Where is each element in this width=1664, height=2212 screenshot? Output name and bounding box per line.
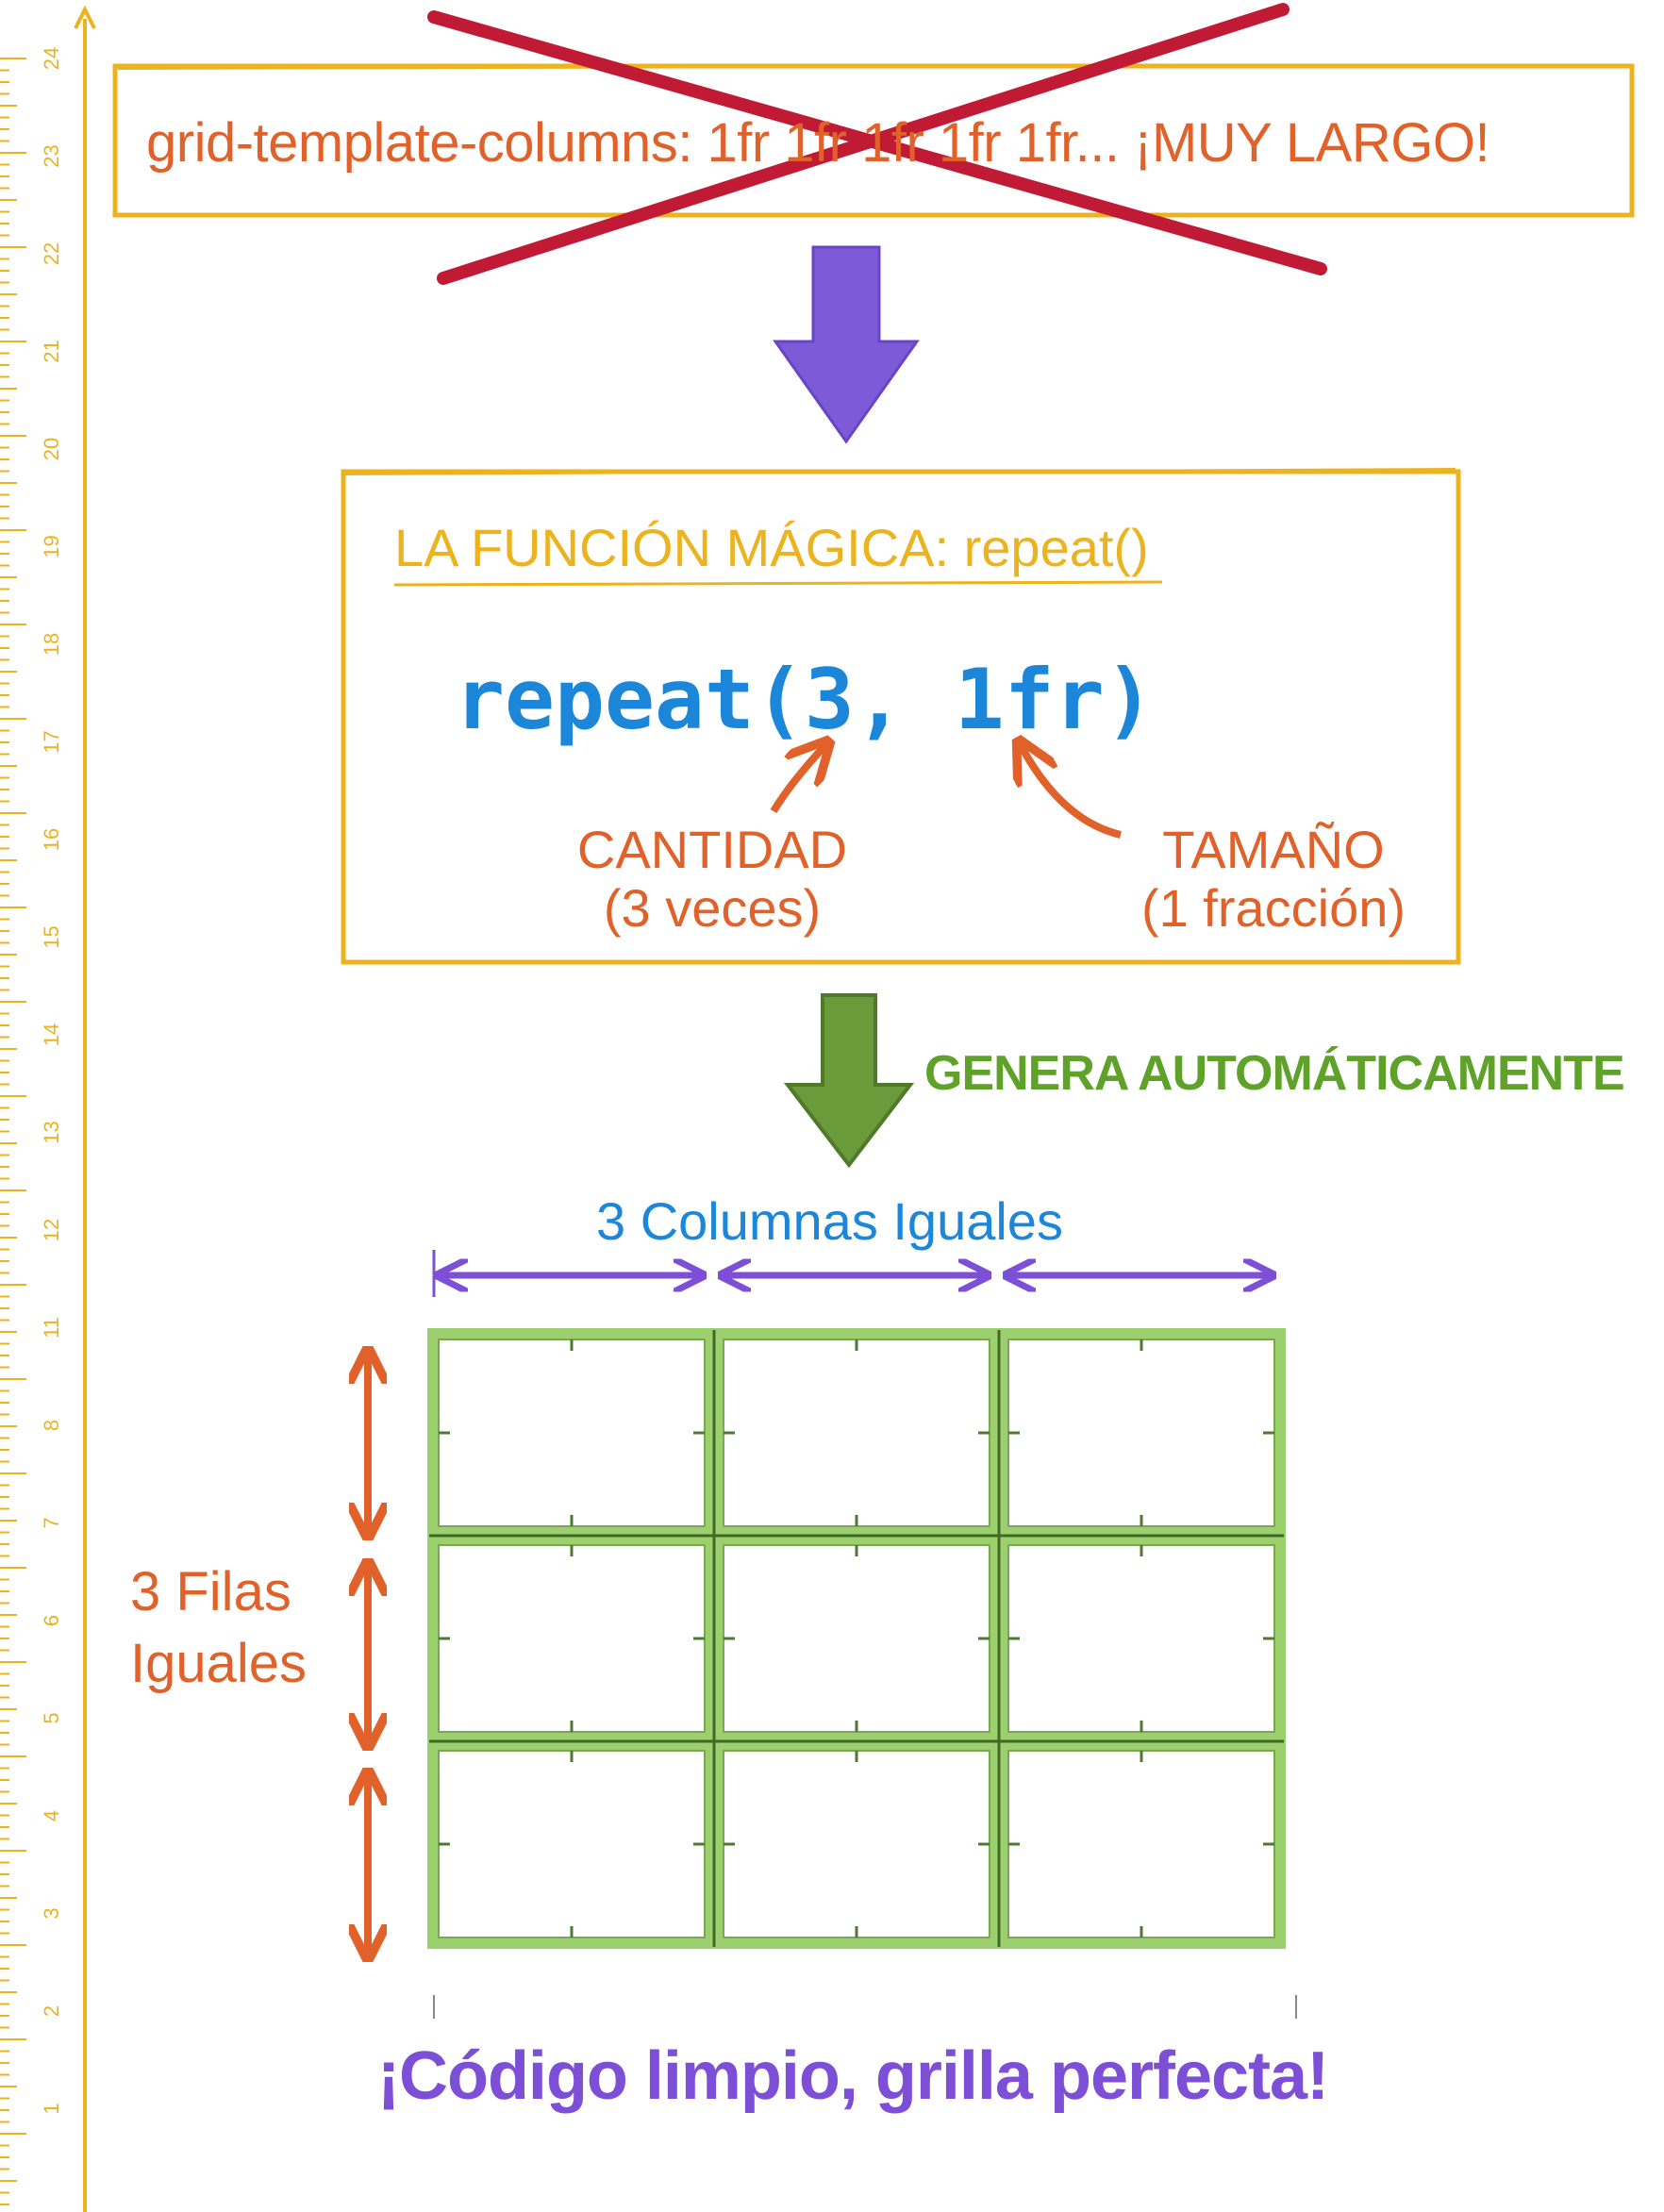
ruler-label: 3 xyxy=(40,1907,63,1919)
grid-cell-inner xyxy=(438,1339,706,1527)
ruler-label: 18 xyxy=(40,633,63,656)
rows-label-line1: 3 Filas xyxy=(130,1561,291,1622)
grid-cell xyxy=(712,1534,1001,1743)
ruler-label: 15 xyxy=(40,925,63,948)
ruler-label: 16 xyxy=(40,828,63,851)
grid-cell xyxy=(712,1328,1001,1538)
column-width-arrows xyxy=(432,1250,1270,1297)
quantity-annotation: CANTIDAD (3 veces) xyxy=(557,821,868,938)
function-box xyxy=(341,468,1461,965)
ruler-label: 22 xyxy=(40,242,63,265)
ruler-label: 21 xyxy=(40,340,63,362)
grid-cell xyxy=(997,1534,1286,1743)
rows-label-line2: Iguales xyxy=(130,1633,308,1694)
ruler-label: 24 xyxy=(40,47,63,70)
grid-cell xyxy=(997,1328,1286,1538)
quantity-detail: (3 veces) xyxy=(603,878,822,938)
ruler-label: 23 xyxy=(40,144,63,167)
repeat-code: repeat(3, 1fr) xyxy=(455,651,1155,748)
grid-cell-inner xyxy=(723,1544,990,1733)
size-annotation: TAMAÑO (1 fracción) xyxy=(1104,821,1443,938)
grid-cell-inner xyxy=(723,1750,990,1938)
ruler-label: 7 xyxy=(40,1517,63,1528)
grid-cell-inner xyxy=(1007,1750,1275,1938)
quantity-curved-arrow-icon xyxy=(770,745,825,814)
grid-cell xyxy=(712,1739,1001,1949)
ruler-label: 4 xyxy=(40,1810,63,1821)
ruler-label: 12 xyxy=(40,1219,63,1241)
grid-3x3 xyxy=(427,1328,1286,1949)
purple-down-arrow-icon xyxy=(773,245,920,444)
ruler-arrow-icon xyxy=(74,5,96,29)
rows-label: 3 Filas Iguales xyxy=(130,1556,338,1700)
ruler-label: 2 xyxy=(40,2005,63,2017)
ruler-label: 8 xyxy=(40,1420,63,1431)
footer-message: ¡Código limpio, grilla perfecta! xyxy=(377,2038,1329,2114)
quantity-label: CANTIDAD xyxy=(576,820,848,879)
columns-label: 3 Columnas Iguales xyxy=(596,1191,1063,1251)
grid-cell-inner xyxy=(1007,1544,1275,1733)
old-code-text: grid-template-columns: 1fr 1fr 1fr 1fr 1… xyxy=(146,112,1490,174)
size-detail: (1 fracción) xyxy=(1140,878,1406,938)
red-cross-icon xyxy=(427,3,1327,285)
grid-cell-inner xyxy=(438,1544,706,1733)
old-code-box xyxy=(112,63,1635,218)
ruler-label: 17 xyxy=(40,730,63,753)
ruler-label: 1 xyxy=(40,2103,63,2114)
ruler-label: 13 xyxy=(40,1121,63,1143)
generates-label: GENERA AUTOMÁTICAMENTE xyxy=(924,1046,1625,1101)
function-title: LA FUNCIÓN MÁGICA: repeat() xyxy=(394,518,1149,577)
ruler-label: 20 xyxy=(40,438,63,460)
grid-cell xyxy=(427,1328,716,1538)
size-label: TAMAÑO xyxy=(1162,820,1385,879)
grid-cell-inner xyxy=(1007,1339,1275,1527)
title-underline xyxy=(393,580,1163,587)
green-down-arrow-icon xyxy=(783,993,915,1169)
grid-cell xyxy=(427,1534,716,1743)
ruler-label: 11 xyxy=(40,1317,63,1339)
ruler-label: 5 xyxy=(40,1712,63,1723)
ruler-label: 19 xyxy=(40,535,63,557)
grid-cell xyxy=(427,1739,716,1949)
ruler-label: 6 xyxy=(40,1615,63,1626)
ruler-label: 14 xyxy=(40,1023,63,1046)
grid-cell xyxy=(997,1739,1286,1949)
grid-cell-inner xyxy=(438,1750,706,1938)
grid-cell-inner xyxy=(723,1339,990,1527)
size-curved-arrow-icon xyxy=(1021,745,1122,839)
